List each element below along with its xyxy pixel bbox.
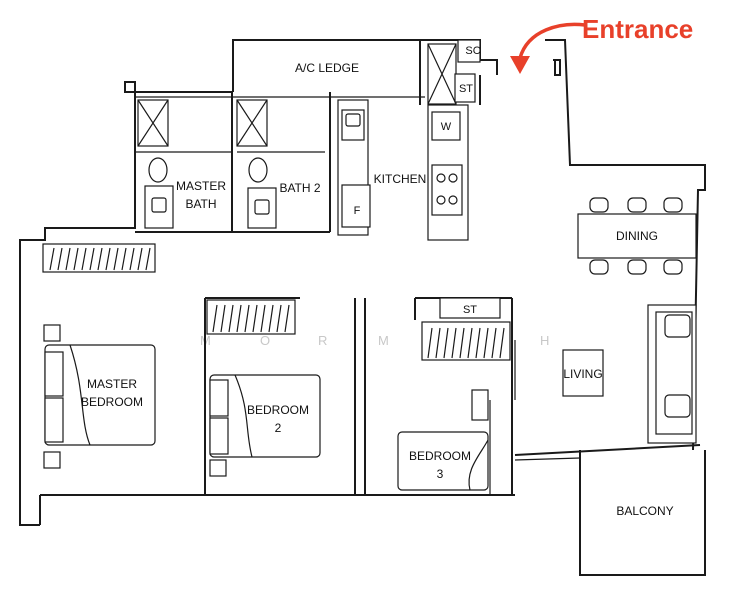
arrow-head-icon	[510, 56, 530, 74]
service-block	[427, 39, 481, 105]
watermark-letter: H	[540, 333, 550, 348]
dining-table	[577, 197, 697, 275]
ac-ledge-label: A/C LEDGE	[295, 61, 359, 75]
dining-label: DINING	[616, 229, 658, 243]
coffee-table	[562, 349, 604, 397]
watermark-letter: M	[378, 333, 390, 348]
sofa	[647, 304, 697, 444]
entrance-arrow-icon	[518, 22, 586, 59]
outer-walls	[19, 39, 706, 576]
bedroom2-label-line1: BEDROOM	[247, 403, 309, 417]
bedroom3-label-line2: 3	[437, 467, 444, 481]
master-bath-fixtures	[137, 99, 174, 229]
master-bath-label-line1: MASTER	[176, 179, 226, 193]
balcony-label: BALCONY	[616, 504, 673, 518]
living-label: LIVING	[563, 367, 602, 381]
wardrobe-bedroom3	[421, 297, 511, 361]
kitchen-fixtures	[341, 109, 463, 228]
watermark-letter: R	[318, 333, 328, 348]
bed-bedroom2	[209, 374, 321, 477]
fridge-label: F	[354, 205, 361, 217]
master-bath-label-line2: BATH	[185, 197, 216, 211]
kitchen-label: KITCHEN	[374, 172, 427, 186]
bath2-label: BATH 2	[279, 181, 320, 195]
wardrobe-master	[42, 243, 156, 273]
bedroom3-label-line1: BEDROOM	[409, 449, 471, 463]
room-labels: A/C LEDGE SC ST MASTER BATH BATH 2 KITCH…	[81, 45, 674, 518]
bath2-fixtures	[236, 99, 277, 229]
bed-master	[43, 324, 156, 469]
bed-bedroom3	[397, 389, 489, 491]
st-bed3-label: ST	[463, 304, 477, 316]
master-bedroom-label-line1: MASTER	[87, 377, 137, 391]
washer-label: W	[441, 121, 452, 133]
sc-label: SC	[465, 45, 480, 57]
interior-walls	[135, 75, 516, 495]
entrance-marker: Entrance	[510, 14, 693, 74]
wardrobe-bedroom2	[206, 299, 296, 335]
master-bedroom-label-line2: BEDROOM	[81, 395, 143, 409]
watermark-letter: O	[260, 333, 271, 348]
entrance-label: Entrance	[582, 14, 693, 44]
bedroom2-label-line2: 2	[275, 421, 282, 435]
st-top-label: ST	[459, 83, 473, 95]
